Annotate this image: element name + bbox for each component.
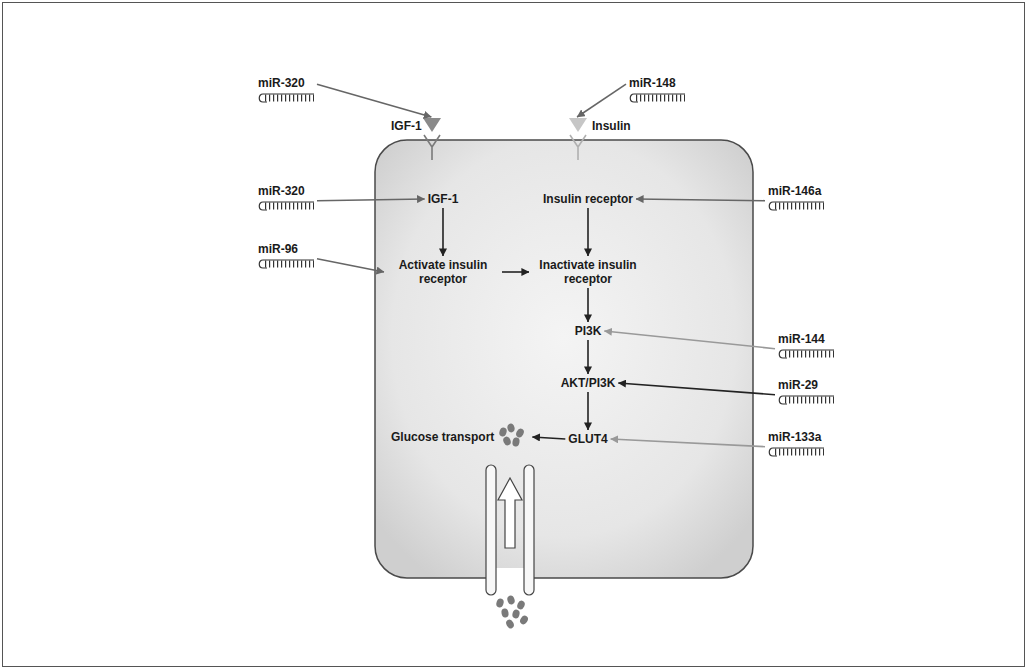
mirna-label: miR-29 xyxy=(775,376,837,410)
glucose-channel xyxy=(524,465,534,595)
node-text: miR-148 xyxy=(629,76,685,90)
glucose-molecule xyxy=(498,423,525,447)
ligand-label: IGF-1 xyxy=(388,117,452,135)
pathway-step: IGF-1 xyxy=(425,190,462,208)
arrow-connector xyxy=(604,331,775,349)
arrow-connector xyxy=(618,383,775,395)
node-text: Inactivate insulin receptor xyxy=(532,258,644,286)
node-text: PI3K xyxy=(575,324,602,338)
ligand-triangle xyxy=(569,118,587,132)
arrow-connector xyxy=(587,208,589,256)
arrow-connector xyxy=(317,84,431,117)
node-text: Insulin receptor xyxy=(543,192,633,206)
frame-border xyxy=(3,3,1025,667)
mirna-label: miR-148 xyxy=(626,74,688,108)
hairpin-symbol xyxy=(769,202,824,210)
node-text: miR-144 xyxy=(778,332,834,346)
node-text: miR-96 xyxy=(258,242,314,256)
arrow-connector xyxy=(502,271,529,273)
hairpin-symbol xyxy=(779,396,834,404)
pathway-step: Activate insulin receptor xyxy=(384,256,502,288)
node-text: miR-320 xyxy=(258,76,314,90)
cell-membrane xyxy=(375,140,753,578)
channel-opening xyxy=(496,568,524,584)
node-text: miR-29 xyxy=(778,378,834,392)
glucose-channel xyxy=(486,465,496,595)
node-text: miR-320 xyxy=(258,184,314,198)
mirna-label: miR-146a xyxy=(765,182,827,216)
hairpin-symbol xyxy=(259,260,314,268)
pathway-step: Inactivate insulin receptor xyxy=(529,256,647,288)
mirna-label: miR-320 xyxy=(255,74,317,108)
hairpin-symbol xyxy=(259,94,314,102)
ligand-triangle xyxy=(423,118,441,132)
arrow-connector xyxy=(587,288,589,322)
arrow-connector xyxy=(442,208,444,256)
uptake-arrow xyxy=(498,478,522,548)
node-text: AKT/PI3K xyxy=(561,376,616,390)
hairpin-symbol xyxy=(769,448,824,456)
ligand-label: Insulin xyxy=(562,117,634,135)
process-label: Glucose transport xyxy=(388,428,532,446)
arrow-connector xyxy=(317,259,384,272)
hairpin-symbol xyxy=(779,350,834,358)
node-text: IGF-1 xyxy=(428,192,459,206)
arrow-connector xyxy=(636,199,765,201)
pathway-step: PI3K xyxy=(572,322,605,340)
mirna-label: miR-133a xyxy=(765,428,827,462)
arrow-connector xyxy=(317,199,425,201)
arrow-connector xyxy=(587,340,589,374)
node-text: Glucose transport xyxy=(391,430,494,444)
pathway-step: Insulin receptor xyxy=(540,190,636,208)
node-text: IGF-1 xyxy=(391,119,422,133)
node-text: GLUT4 xyxy=(568,432,607,446)
mirna-label: miR-320 xyxy=(255,182,317,216)
node-text: miR-146a xyxy=(768,184,824,198)
arrow-connector xyxy=(532,437,565,439)
node-text: Insulin xyxy=(592,119,631,133)
mirna-label: miR-144 xyxy=(775,330,837,364)
receptor-symbol xyxy=(424,135,440,160)
hairpin-symbol xyxy=(630,94,685,102)
hairpin-symbol xyxy=(259,202,314,210)
node-text: miR-133a xyxy=(768,430,824,444)
arrow-connector xyxy=(611,439,765,447)
receptor-symbol xyxy=(570,135,586,160)
arrow-connector xyxy=(587,392,589,430)
pathway-step: GLUT4 xyxy=(565,430,610,448)
glucose-molecule xyxy=(495,595,529,630)
mirna-label: miR-96 xyxy=(255,240,317,274)
pathway-step: AKT/PI3K xyxy=(558,374,619,392)
node-text: Activate insulin receptor xyxy=(387,258,499,286)
arrow-connector xyxy=(577,84,626,117)
